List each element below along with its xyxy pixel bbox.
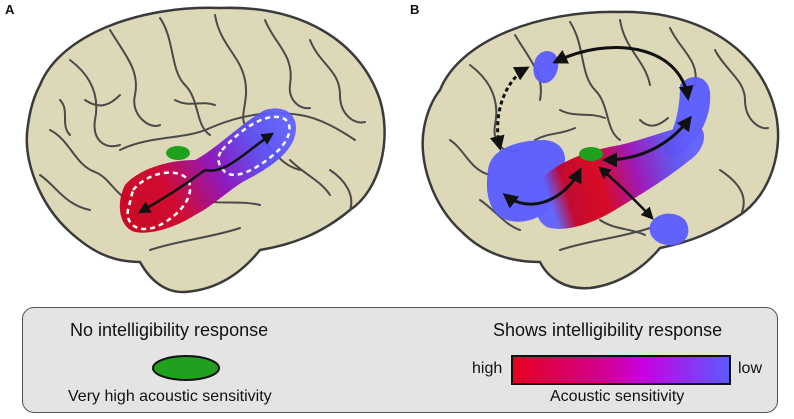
brain-a-dashed-outline-anterior [217, 115, 291, 177]
no-response-title: No intelligibility response [70, 320, 269, 340]
brain-b-arrow-inferior [598, 166, 654, 220]
brain-b-blue-region-bottom [649, 213, 689, 246]
scale-caption: Acoustic sensitivity [550, 388, 685, 405]
green-region-swatch [152, 355, 220, 381]
brain-b-arrow-frontal [502, 167, 582, 209]
brain-b-blue-region-top [533, 51, 559, 84]
acoustic-sensitivity-scale [511, 355, 731, 385]
no-response-caption: Very high acoustic sensitivity [68, 388, 272, 405]
scale-high-label: high [472, 360, 503, 377]
panel-b-label: B [410, 2, 420, 17]
brain-a-green-region [166, 146, 190, 160]
brain-b [421, 10, 780, 290]
brain-b-arrow-arc-top [552, 46, 694, 101]
brain-b-arrow-dashed [489, 66, 530, 151]
shows-response-title: Shows intelligibility response [493, 320, 723, 340]
brain-a-dashed-outline-posterior [126, 171, 192, 231]
brain-illustrations [25, 6, 780, 294]
brain-a-outline [25, 6, 386, 294]
brain-a [25, 6, 386, 294]
scale-low-label: low [738, 360, 763, 377]
brain-a-arrow-posterior [137, 168, 206, 214]
panel-a-label: A [5, 2, 15, 17]
brain-a-sulci [39, 14, 366, 251]
brain-b-green-region [579, 147, 603, 161]
brain-a-arrow-anterior [204, 132, 275, 172]
brain-b-arrow-posterior [602, 115, 692, 168]
